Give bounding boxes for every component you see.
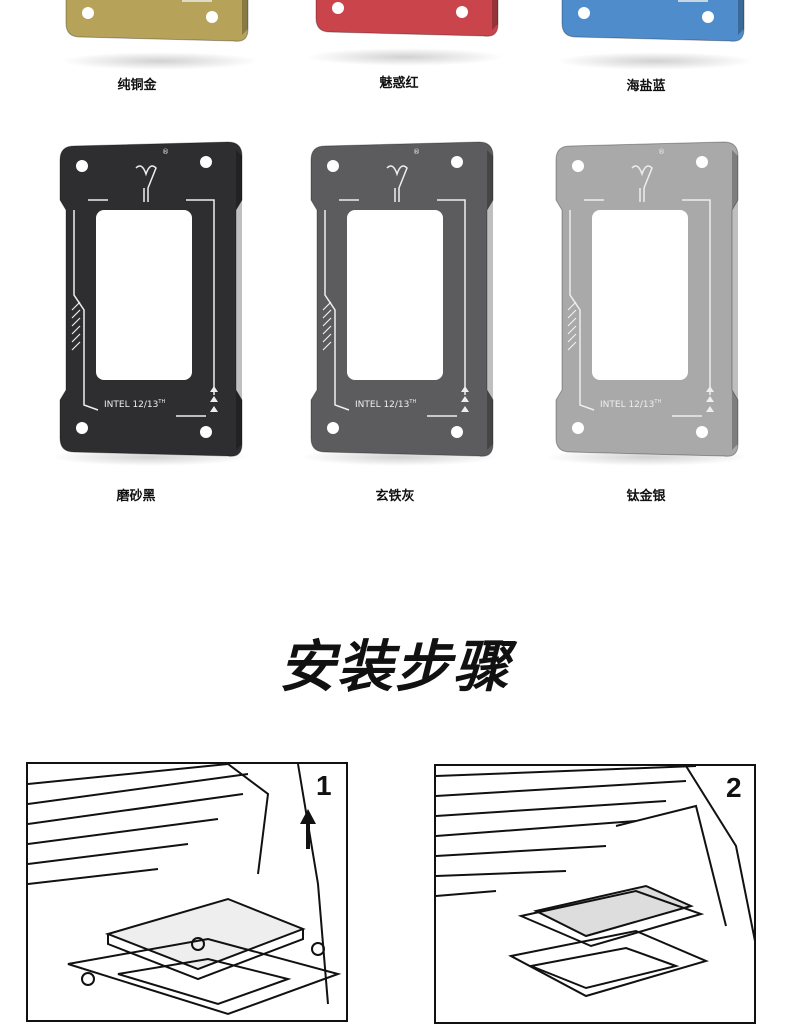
color-label-blue: 海盐蓝 [626,79,666,94]
color-label-black: 磨砂黑 [116,489,156,504]
bracket-black: ® INTEL 12/13TH [56,140,244,462]
step-panel-2: 2 [434,764,756,1024]
color-label-silver: 钛金银 [626,489,666,504]
section-title: 安装步骤 [279,635,511,700]
step-number-1: 1 [316,770,332,801]
step-panel-1: 1 [26,762,348,1022]
step-2-illustration [436,766,754,998]
color-label-gold: 纯铜金 [117,78,157,93]
svg-text:®: ® [162,148,169,156]
svg-text:®: ® [658,148,665,156]
svg-text:®: ® [413,148,420,156]
color-label-gray: 玄铁灰 [375,489,415,504]
step-number-2: 2 [726,772,742,803]
step-1-illustration [28,764,342,1016]
bracket-gold: ® INTEL 12/13TH [62,0,250,47]
svg-text:INTEL 12/13TH: INTEL 12/13TH [355,399,416,410]
color-label-red: 魅惑红 [379,76,419,91]
bracket-silver: ® INTEL 12/13TH [552,140,740,462]
bracket-red: ® INTEL 12/13TH [312,0,500,42]
bracket-blue: ® INTEL 12/13TH [558,0,746,47]
svg-text:INTEL 12/13TH: INTEL 12/13TH [104,399,165,410]
bracket-gray: ® INTEL 12/13TH [307,140,495,462]
svg-text:INTEL 12/13TH: INTEL 12/13TH [600,399,661,410]
